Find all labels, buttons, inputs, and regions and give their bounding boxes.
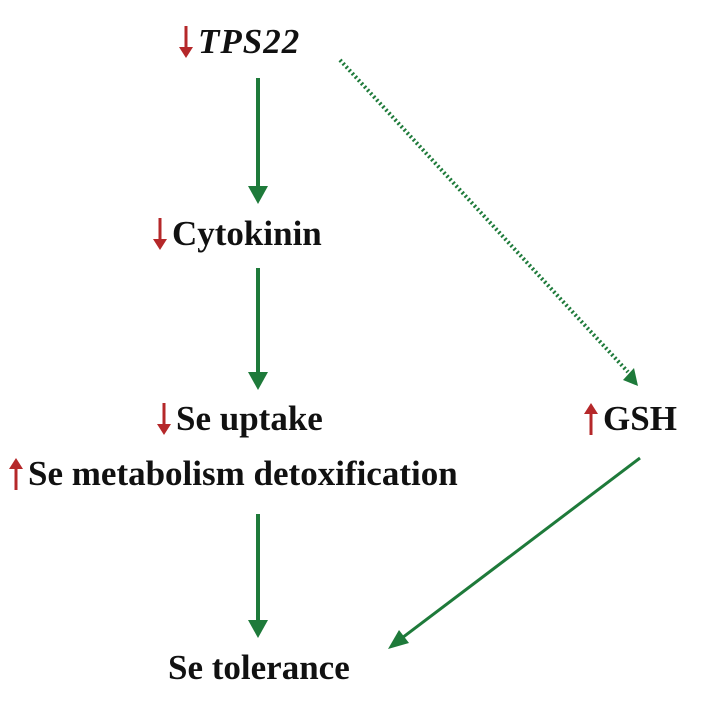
down-regulation-arrow-icon <box>178 25 194 59</box>
edge-gsh-to-se-tolerance-head <box>388 630 409 649</box>
up-arrow-icon <box>9 458 23 490</box>
node-label: Se tolerance <box>168 648 350 687</box>
edge-cytokinin-to-se-uptake-head <box>248 372 268 390</box>
edge-tps22-to-cytokinin-head <box>248 186 268 204</box>
node-label: Se uptake <box>176 399 323 438</box>
node-gsh: GSH <box>583 399 677 439</box>
down-arrow-icon <box>153 218 167 250</box>
edge-gsh-to-se-tolerance <box>397 456 641 643</box>
up-arrow-icon <box>584 403 598 435</box>
down-arrow-icon <box>157 403 171 435</box>
node-cytokinin: Cytokinin <box>152 214 322 254</box>
up-regulation-arrow-icon <box>8 457 24 491</box>
node-label: Cytokinin <box>172 214 322 253</box>
node-label: GSH <box>603 399 677 438</box>
node-label: Se metabolism detoxification <box>28 454 458 493</box>
down-regulation-arrow-icon <box>156 402 172 436</box>
node-se-metabolism: Se metabolism detoxification <box>8 454 458 494</box>
edge-tps22-to-gsh-head <box>623 368 638 386</box>
node-tps22: TPS22 <box>178 22 300 62</box>
down-arrow-icon <box>179 26 193 58</box>
node-se-tolerance: Se tolerance <box>168 648 350 688</box>
node-se-uptake: Se uptake <box>156 399 323 439</box>
node-label: TPS22 <box>198 22 301 61</box>
edge-tps22-to-gsh <box>338 58 630 374</box>
edge-se-metabolism-to-se-tolerance-head <box>248 620 268 638</box>
up-regulation-arrow-icon <box>583 402 599 436</box>
down-regulation-arrow-icon <box>152 217 168 251</box>
